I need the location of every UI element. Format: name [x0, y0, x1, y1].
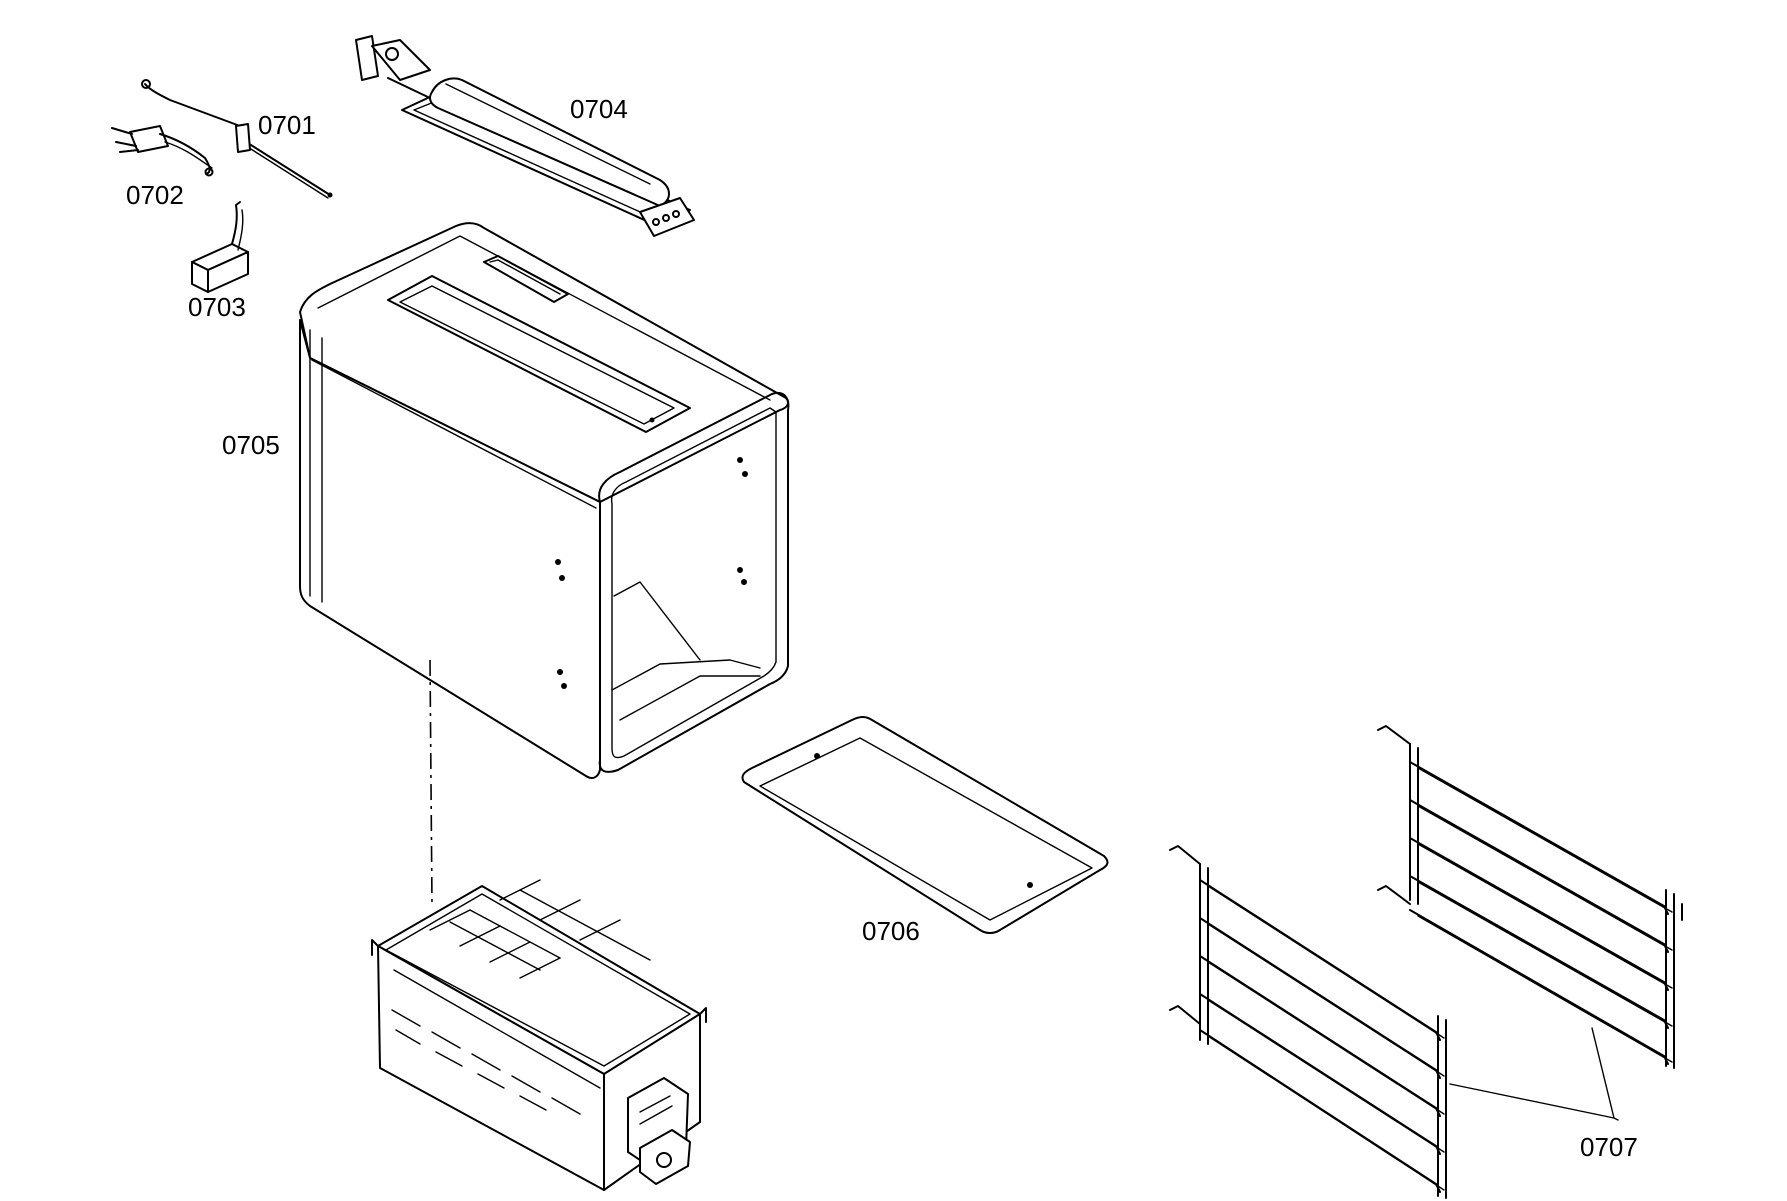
part-0707-wire-rack-left[interactable] [1169, 845, 1447, 1199]
label-0703: 0703 [188, 292, 246, 322]
part-0706-crumb-tray[interactable] [741, 716, 1109, 934]
label-0706: 0706 [862, 916, 920, 946]
label-0705: 0705 [222, 430, 280, 460]
label-0707: 0707 [1580, 1132, 1638, 1162]
part-0701-probe-rod[interactable] [141, 79, 333, 199]
part-0707-wire-rack-right[interactable] [1377, 725, 1683, 1069]
label-0701: 0701 [258, 110, 316, 140]
part-0703-control-module[interactable] [191, 201, 249, 293]
part-0705-cabinet-shell[interactable] [299, 222, 790, 906]
part-0704-heater-housing[interactable] [355, 35, 695, 237]
label-0702: 0702 [126, 180, 184, 210]
part-0702-wiring-connector[interactable] [111, 125, 214, 177]
leader-lines-0707 [1449, 1027, 1619, 1121]
label-0704: 0704 [570, 94, 628, 124]
lower-heating-assembly [371, 879, 707, 1191]
